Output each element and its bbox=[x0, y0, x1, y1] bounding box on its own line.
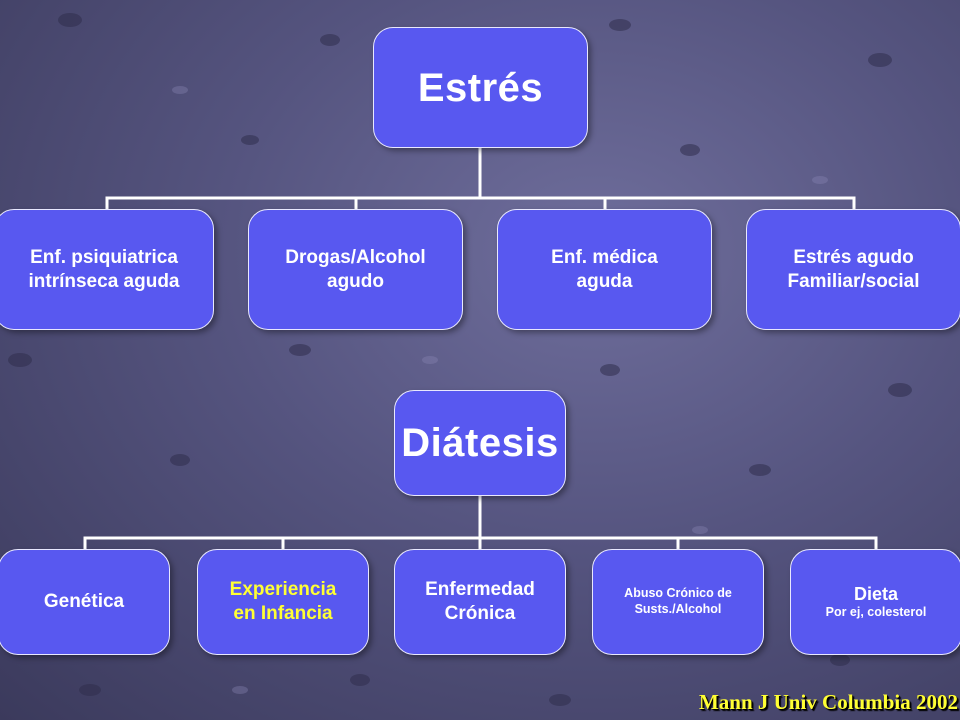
node-label-line2: Familiar/social bbox=[787, 270, 920, 292]
node-label-line2: intrínseca aguda bbox=[28, 270, 180, 292]
diatesis-child-enfermedad-cronica[interactable]: Enfermedad Crónica bbox=[394, 549, 566, 655]
node-label-line1: Abuso Crónico de bbox=[624, 586, 732, 601]
estres-child-enf-medica[interactable]: Enf. médica aguda bbox=[497, 209, 712, 330]
node-label-line2: Por ej, colesterol bbox=[825, 605, 927, 620]
node-label-line1: Experiencia bbox=[229, 579, 337, 601]
node-label-line1: Enf. psiquiatrica bbox=[30, 246, 178, 268]
node-label-line1: Dieta bbox=[853, 583, 898, 604]
estres-child-estres-agudo[interactable]: Estrés agudo Familiar/social bbox=[746, 209, 960, 330]
node-label-line2: agudo bbox=[327, 270, 384, 292]
diatesis-child-abuso-cronico[interactable]: Abuso Crónico de Susts./Alcohol bbox=[592, 549, 764, 655]
node-label-line1: Estrés agudo bbox=[793, 246, 914, 268]
node-label-line2: en Infancia bbox=[233, 603, 333, 624]
estres-root-label: Estrés bbox=[417, 65, 544, 110]
estres-child-enf-psiquiatrica[interactable]: Enf. psiquiatrica intrínseca aguda bbox=[0, 209, 214, 330]
node-label-line1: Genética bbox=[43, 591, 125, 613]
node-label-line2: Susts./Alcohol bbox=[634, 602, 722, 616]
diatesis-root-node[interactable]: Diátesis bbox=[394, 390, 566, 496]
diatesis-child-dieta[interactable]: Dieta Por ej, colesterol bbox=[790, 549, 960, 655]
node-label-line1: Enf. médica bbox=[551, 246, 658, 268]
node-label-line2: aguda bbox=[576, 270, 633, 292]
diatesis-child-experiencia[interactable]: Experiencia en Infancia bbox=[197, 549, 369, 655]
estres-root-node[interactable]: Estrés bbox=[373, 27, 588, 148]
node-label-line1: Drogas/Alcohol bbox=[285, 246, 426, 268]
node-label-line2: Crónica bbox=[444, 603, 516, 624]
estres-child-drogas-alcohol[interactable]: Drogas/Alcohol agudo bbox=[248, 209, 463, 330]
diatesis-root-label: Diátesis bbox=[401, 421, 559, 465]
diatesis-child-genetica[interactable]: Genética bbox=[0, 549, 170, 655]
node-label-line1: Enfermedad bbox=[425, 579, 535, 601]
citation-text: Mann J Univ Columbia 2002 bbox=[698, 690, 958, 714]
